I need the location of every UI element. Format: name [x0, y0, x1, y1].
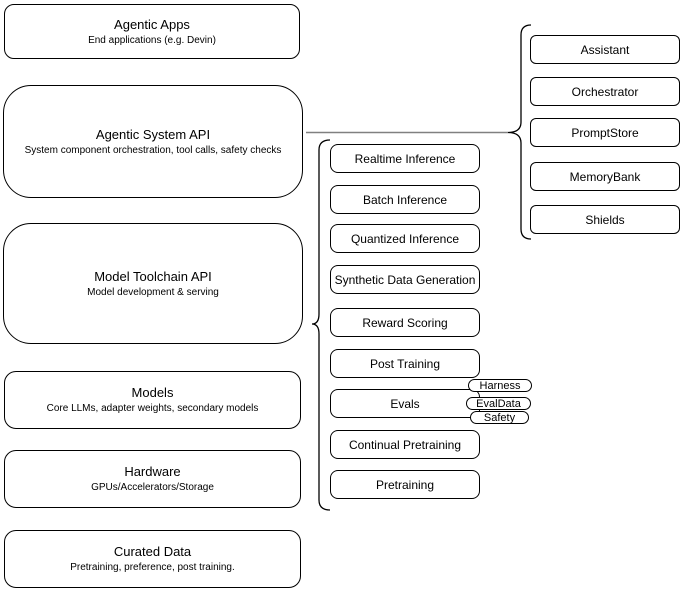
toolchain-item-evals: Evals [330, 389, 480, 418]
toolchain-item-synthetic-data-generation: Synthetic Data Generation [330, 265, 480, 294]
toolchain-item-batch-inference: Batch Inference [330, 185, 480, 214]
layer-title: Agentic Apps [114, 16, 190, 32]
layer-subtitle: Core LLMs, adapter weights, secondary mo… [46, 403, 259, 414]
toolchain-brace [311, 139, 331, 511]
layer-box-model-toolchain-api: Model Toolchain API Model development & … [3, 223, 303, 344]
toolchain-item-pretraining: Pretraining [330, 470, 480, 499]
evals-badge-label: EvalData [476, 397, 521, 410]
toolchain-item-label: Realtime Inference [354, 151, 456, 166]
system-item-label: Assistant [580, 42, 630, 57]
system-item-label: Orchestrator [571, 84, 639, 99]
layer-subtitle: Model development & serving [87, 286, 219, 298]
evals-badge-safety: Safety [470, 411, 529, 424]
layer-subtitle: Pretraining, preference, post training. [70, 562, 235, 573]
layer-box-models: Models Core LLMs, adapter weights, secon… [4, 371, 301, 429]
layer-title: Models [131, 385, 174, 400]
layer-subtitle: End applications (e.g. Devin) [88, 34, 216, 46]
system-item-assistant: Assistant [530, 35, 680, 64]
system-brace [507, 24, 532, 240]
toolchain-item-label: Synthetic Data Generation [334, 272, 476, 287]
toolchain-item-post-training: Post Training [330, 349, 480, 378]
evals-badge-harness: Harness [468, 379, 532, 392]
evals-badge-label: Harness [479, 379, 521, 392]
toolchain-item-label: Pretraining [375, 477, 435, 492]
system-item-orchestrator: Orchestrator [530, 77, 680, 106]
system-item-label: MemoryBank [569, 169, 641, 184]
system-item-shields: Shields [530, 205, 680, 234]
toolchain-item-label: Quantized Inference [350, 231, 460, 246]
toolchain-item-reward-scoring: Reward Scoring [330, 308, 480, 337]
system-item-label: PromptStore [571, 125, 639, 140]
toolchain-item-realtime-inference: Realtime Inference [330, 144, 480, 173]
toolchain-item-label: Batch Inference [362, 192, 448, 207]
layer-title: Agentic System API [95, 126, 211, 142]
layer-subtitle: System component orchestration, tool cal… [24, 144, 282, 156]
layer-title: Model Toolchain API [94, 268, 212, 284]
toolchain-item-label: Evals [390, 396, 420, 411]
layer-title: Curated Data [113, 544, 192, 559]
toolchain-item-label: Reward Scoring [362, 315, 448, 330]
layer-box-agentic-system-api: Agentic System API System component orch… [3, 85, 303, 198]
evals-badge-evaldata: EvalData [466, 397, 531, 410]
toolchain-item-continual-pretraining: Continual Pretraining [330, 430, 480, 459]
layer-box-curated-data: Curated Data Pretraining, preference, po… [4, 530, 301, 588]
toolchain-item-quantized-inference: Quantized Inference [330, 224, 480, 253]
system-item-memorybank: MemoryBank [530, 162, 680, 191]
toolchain-item-label: Post Training [369, 356, 441, 371]
system-item-label: Shields [585, 212, 625, 227]
system-item-promptstore: PromptStore [530, 118, 680, 147]
layer-subtitle: GPUs/Accelerators/Storage [91, 482, 214, 493]
evals-badge-label: Safety [483, 411, 516, 424]
layer-box-hardware: Hardware GPUs/Accelerators/Storage [4, 450, 301, 508]
layer-title: Hardware [124, 464, 181, 479]
layer-box-agentic-apps: Agentic Apps End applications (e.g. Devi… [4, 4, 300, 59]
toolchain-item-label: Continual Pretraining [348, 437, 462, 452]
